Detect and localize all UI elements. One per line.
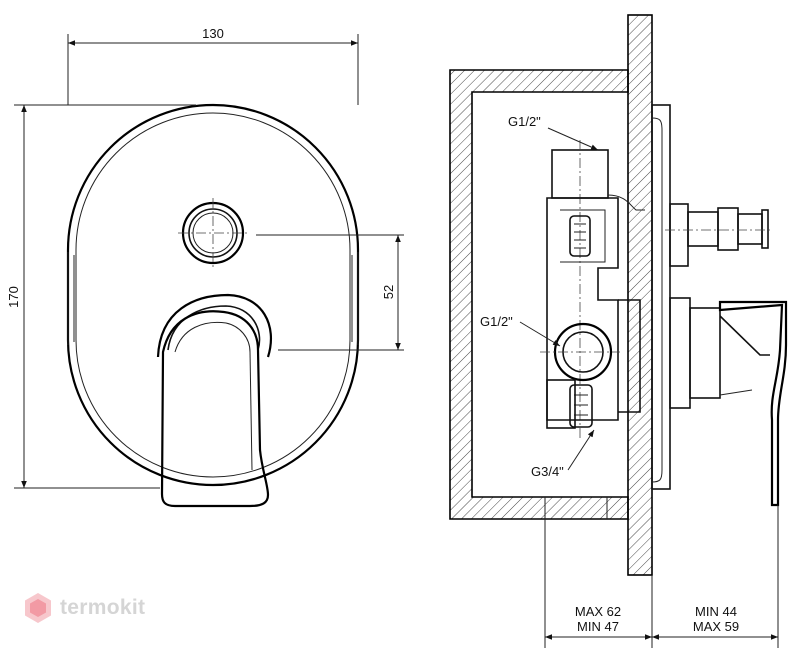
dim-height-170: 170 xyxy=(6,286,21,308)
thread-label-bottom: G3/4" xyxy=(531,464,564,479)
depth-min-label: MIN 47 xyxy=(577,619,619,634)
brand-mark-icon xyxy=(25,593,51,623)
cover-plate-side xyxy=(651,104,671,490)
diverter-stem-side xyxy=(665,203,772,267)
brand-name: termokit xyxy=(60,596,146,619)
valve-body xyxy=(540,140,645,440)
side-view: G1/2" G1/2" G3/4" MAX 62 MIN 47 MIN 44 M… xyxy=(449,14,788,648)
front-view: 130 170 52 xyxy=(6,26,404,508)
thread-label-middle: G1/2" xyxy=(480,314,513,329)
cover-plate-inner xyxy=(75,112,351,478)
projection-max-label: MAX 59 xyxy=(693,619,739,634)
projection-min-label: MIN 44 xyxy=(695,604,737,619)
lever-side xyxy=(669,297,788,507)
depth-max-label: MAX 62 xyxy=(575,604,621,619)
dim-offset-52: 52 xyxy=(381,285,396,299)
thread-label-top: G1/2" xyxy=(508,114,541,129)
brand-logo: termokit xyxy=(24,592,145,624)
diverter-knob xyxy=(178,198,248,268)
dim-width-130: 130 xyxy=(202,26,224,41)
wall-hatch xyxy=(627,14,653,576)
install-box xyxy=(449,69,629,520)
lever-handle xyxy=(156,293,273,508)
